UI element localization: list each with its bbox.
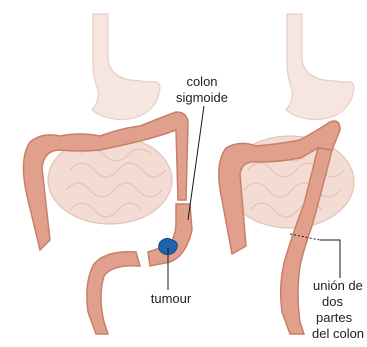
- join-label-line3: partes: [316, 310, 366, 325]
- left-rectum: [87, 252, 140, 334]
- join-label-line2: dos: [322, 294, 362, 309]
- join-leader-line: [320, 240, 340, 278]
- right-esophagus: [286, 14, 354, 120]
- left-diagram: [23, 14, 204, 334]
- sigmoid-colon-label-line1: colon: [176, 74, 228, 89]
- join-label-line4: del colon: [312, 326, 367, 341]
- join-label-line1: unión de: [313, 278, 367, 293]
- left-sigmoid-colon: [148, 204, 192, 266]
- tumour-label: tumour: [144, 291, 198, 306]
- left-esophagus: [92, 14, 160, 120]
- sigmoid-colon-label-line2: sigmoide: [172, 90, 232, 105]
- sigmoid-leader-line: [188, 106, 204, 220]
